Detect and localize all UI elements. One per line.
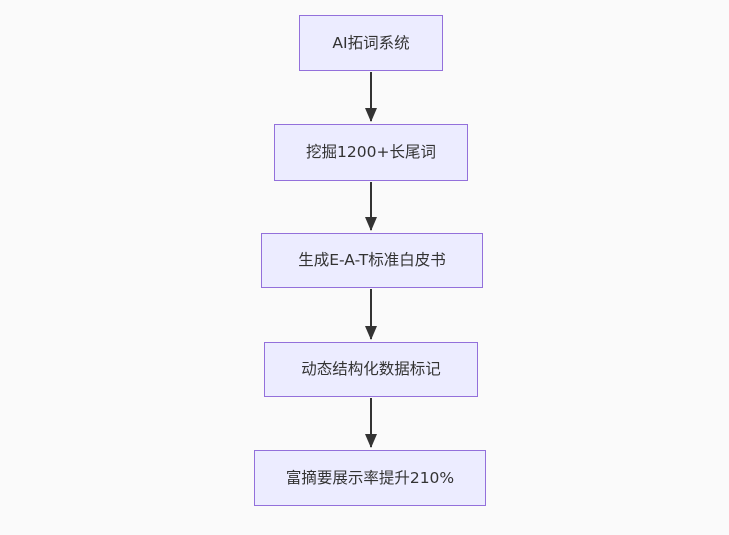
flow-node-dynamic-structured-data-markup: 动态结构化数据标记 bbox=[264, 342, 478, 397]
flow-node-rich-snippet-rate-increase: 富摘要展示率提升210% bbox=[254, 450, 486, 506]
flow-node-label: 挖掘1200+长尾词 bbox=[306, 143, 436, 162]
flow-node-label: AI拓词系统 bbox=[332, 33, 410, 52]
flow-node-label: 富摘要展示率提升210% bbox=[285, 468, 455, 487]
flow-node-label: 生成E-A-T标准白皮书 bbox=[298, 251, 446, 270]
flow-node-label: 动态结构化数据标记 bbox=[301, 360, 441, 379]
flow-node-mine-longtail-keywords: 挖掘1200+长尾词 bbox=[274, 124, 468, 181]
flow-node-ai-word-expansion-system: AI拓词系统 bbox=[299, 15, 443, 71]
flow-node-generate-eat-whitepaper: 生成E-A-T标准白皮书 bbox=[261, 233, 483, 288]
